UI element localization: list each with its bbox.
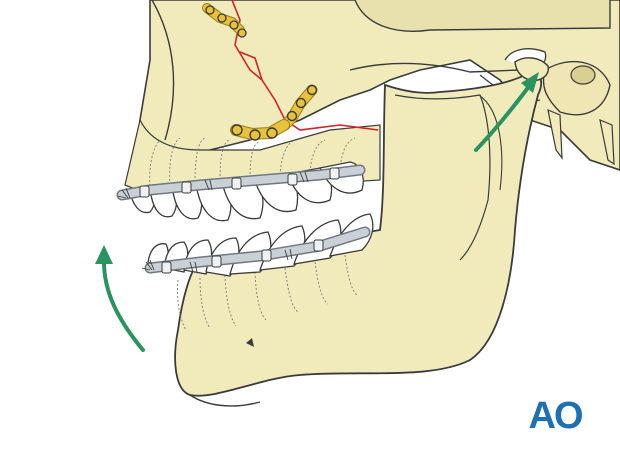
- ao-logo: AO: [526, 395, 584, 437]
- ao-logo-text: AO: [528, 395, 584, 437]
- condyle-rotation-arrow: [474, 72, 539, 152]
- mandible-closing-arrow: [95, 245, 145, 352]
- upper-orbital-plate: [202, 3, 247, 38]
- lower-arch-bar: [141, 226, 371, 274]
- maxillary-plate: [230, 119, 290, 141]
- lower-tooth-roots: [177, 254, 359, 331]
- cranium: [124, 0, 620, 196]
- upper-arch-bar: [116, 164, 366, 201]
